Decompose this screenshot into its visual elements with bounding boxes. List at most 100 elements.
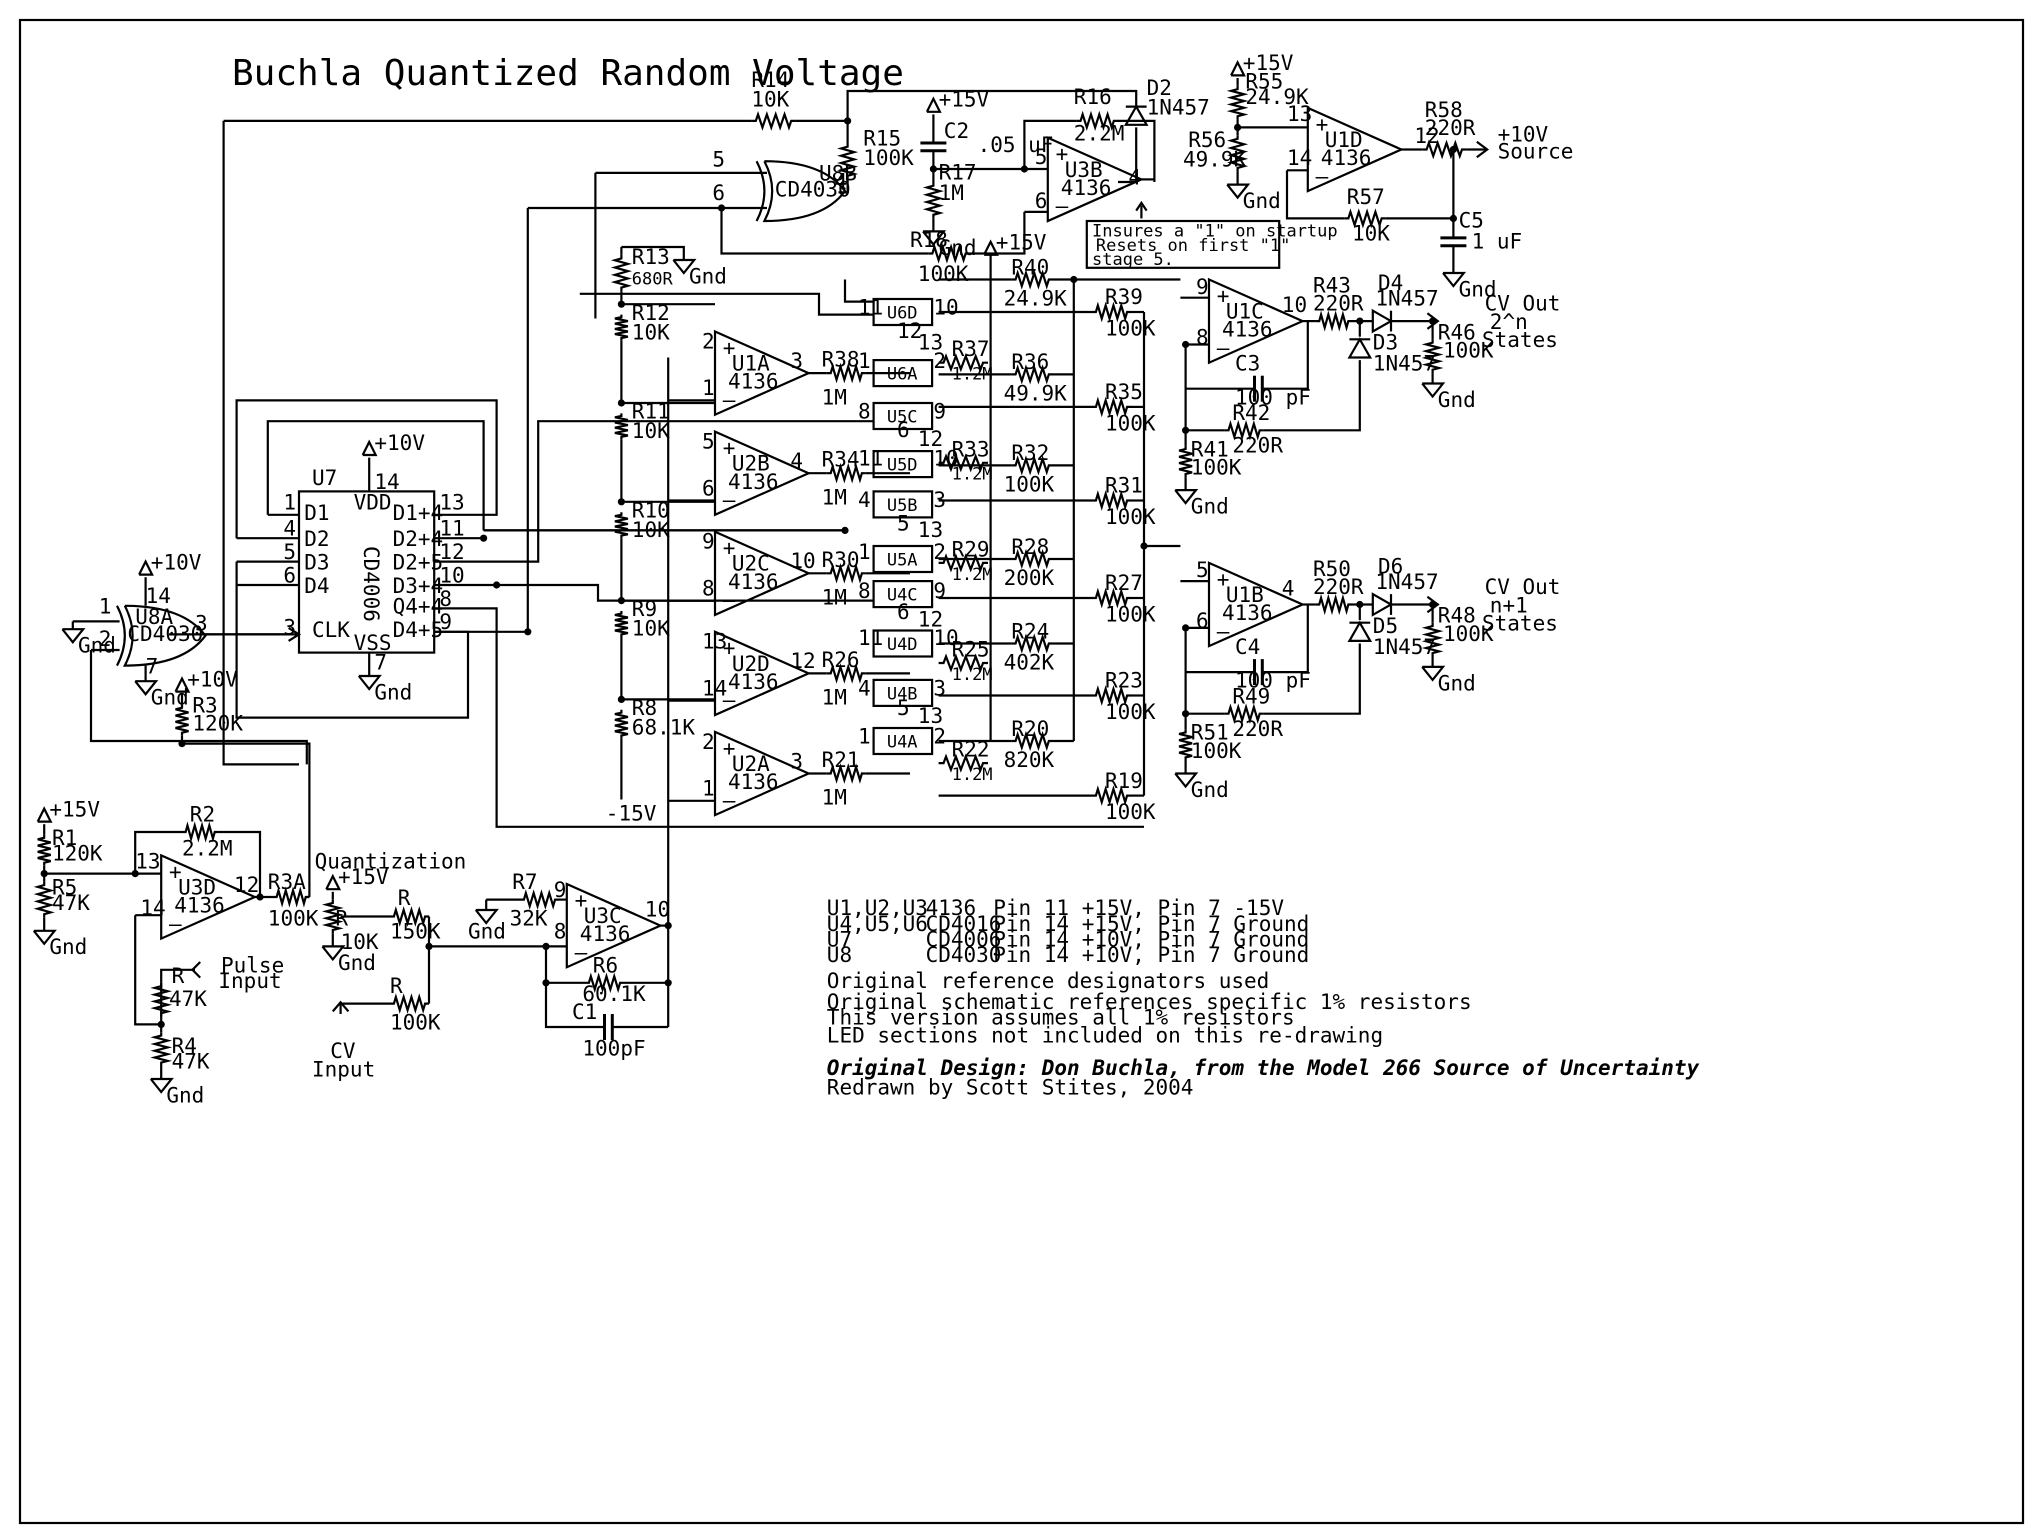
title: Buchla Quantized Random Voltage — [232, 53, 904, 94]
ground-label: Gnd — [689, 264, 727, 288]
switch-u5d-label: U5D — [887, 456, 918, 476]
label-r4: R4 — [172, 1034, 197, 1058]
pin-number: 10 — [1282, 293, 1307, 317]
label-r35: R35 — [1105, 380, 1143, 404]
pin-number: 4 — [1282, 576, 1295, 600]
ground-symbol — [474, 908, 499, 925]
pin-number: 6 — [712, 181, 725, 205]
pin-number: 6 — [283, 563, 296, 587]
supply-arrow — [325, 873, 342, 891]
label-r3: R3 — [192, 693, 217, 717]
opamp-u2a — [713, 730, 812, 817]
resistor-r22 — [938, 753, 988, 773]
pin-number: 12 — [918, 608, 943, 632]
opamp-u3b-value: 4136 — [1061, 176, 1112, 200]
pin-number: 12 — [439, 540, 464, 564]
pin-number: 1 — [99, 595, 112, 619]
value-r22: 1.2M — [952, 765, 993, 785]
junction-dot — [542, 979, 550, 987]
label-r28: R28 — [1011, 535, 1049, 559]
plus-sign: + — [723, 436, 736, 460]
value-d6: 1N457 — [1375, 570, 1438, 594]
label-r15: R15 — [863, 127, 901, 151]
value-r-cv: 100K — [390, 1011, 441, 1035]
wire — [838, 179, 849, 194]
junction-dot — [664, 979, 672, 987]
switch-u6a — [872, 359, 934, 388]
resistor-r6 — [585, 972, 624, 994]
wire — [1023, 119, 1077, 169]
pin-number: 9 — [1196, 275, 1209, 299]
label-r41: R41 — [1191, 437, 1229, 461]
ground-symbol — [1174, 772, 1199, 789]
pin-number: 12 — [897, 319, 922, 343]
label-cv_out1c: States — [1482, 328, 1558, 352]
diode-d4 — [1371, 308, 1394, 334]
resistor-r19 — [1092, 785, 1131, 806]
junction-dot — [1070, 275, 1078, 284]
value-r-pulse: 47K — [169, 987, 207, 1011]
xor-gate-u8b — [762, 160, 847, 223]
wire — [235, 399, 498, 539]
plus-sign: + — [1316, 112, 1329, 136]
value-r38: 1M — [822, 385, 847, 409]
pin-number: 5 — [897, 696, 910, 720]
resistor-r40 — [1011, 269, 1053, 290]
label-u7: U7 — [312, 466, 337, 490]
resistor-r-cv — [390, 993, 429, 1014]
label-r13: R13 — [632, 245, 670, 269]
supply-label: +10V — [187, 667, 238, 691]
value-r4: 47K — [172, 1050, 210, 1074]
resistor-r-pulse — [150, 982, 173, 1017]
label-r56: R56 — [1188, 128, 1226, 152]
resistor-r15 — [837, 143, 859, 180]
label-d3: D3 — [1373, 331, 1398, 355]
pin-number: 3 — [933, 677, 946, 701]
label-r25: R25 — [952, 638, 990, 662]
ground-symbol — [922, 230, 947, 247]
resistor-r25 — [938, 653, 988, 673]
resistor-r16 — [1076, 110, 1118, 132]
resistor-r32 — [1011, 455, 1053, 476]
ground-label: Gnd — [151, 686, 189, 710]
minus-sign: – — [575, 940, 588, 964]
switch-u4b-label: U4B — [887, 684, 918, 704]
opamp-u2d-ref: U2D — [732, 652, 770, 676]
pin-vdd: VDD — [354, 491, 392, 515]
value-r10: 10K — [632, 518, 670, 542]
resistor-r8 — [614, 709, 629, 739]
pin-clk: CLK — [312, 618, 350, 642]
notes-line-4: LED sections not included on this re-dra… — [827, 1024, 1383, 1048]
diode-d2 — [1123, 104, 1149, 126]
value-r46: 100K — [1443, 339, 1494, 363]
resistor-r34 — [826, 462, 866, 484]
label-r23: R23 — [1105, 669, 1143, 693]
pin-number: 2 — [933, 349, 946, 373]
border-frame — [18, 18, 2025, 1525]
pin-number: 11 — [858, 296, 883, 320]
plus-sign: + — [723, 636, 736, 660]
pin-number: 9 — [933, 400, 946, 424]
opamp-u3d — [160, 853, 258, 941]
pin-number: 11 — [858, 626, 883, 650]
pin-number: 5 — [702, 430, 715, 454]
label-r6: R6 — [593, 953, 618, 977]
value-r14: 10K — [751, 88, 789, 112]
notes-type-1: CD4016 — [926, 912, 1002, 936]
cv-input-marker — [331, 1000, 350, 1013]
resistor-r50 — [1315, 593, 1352, 616]
value-d2: 1N457 — [1147, 95, 1210, 119]
supply-label-m15: -15V — [606, 801, 657, 825]
resistor-r13 — [610, 254, 632, 292]
label-pulse-input-1: Pulse — [221, 953, 284, 977]
value-r6: 60.1K — [582, 982, 646, 1006]
ground-label: Gnd — [166, 1083, 204, 1107]
value-r16: 2.2M — [1074, 121, 1125, 145]
label-r36: R36 — [1011, 350, 1049, 374]
switch-u5a-label: U5A — [887, 551, 918, 571]
value-r39: 100K — [1105, 316, 1156, 340]
label-r43: R43 — [1313, 274, 1351, 298]
pin-number: 12 — [790, 649, 815, 673]
xor-gate-u8a — [116, 605, 126, 667]
